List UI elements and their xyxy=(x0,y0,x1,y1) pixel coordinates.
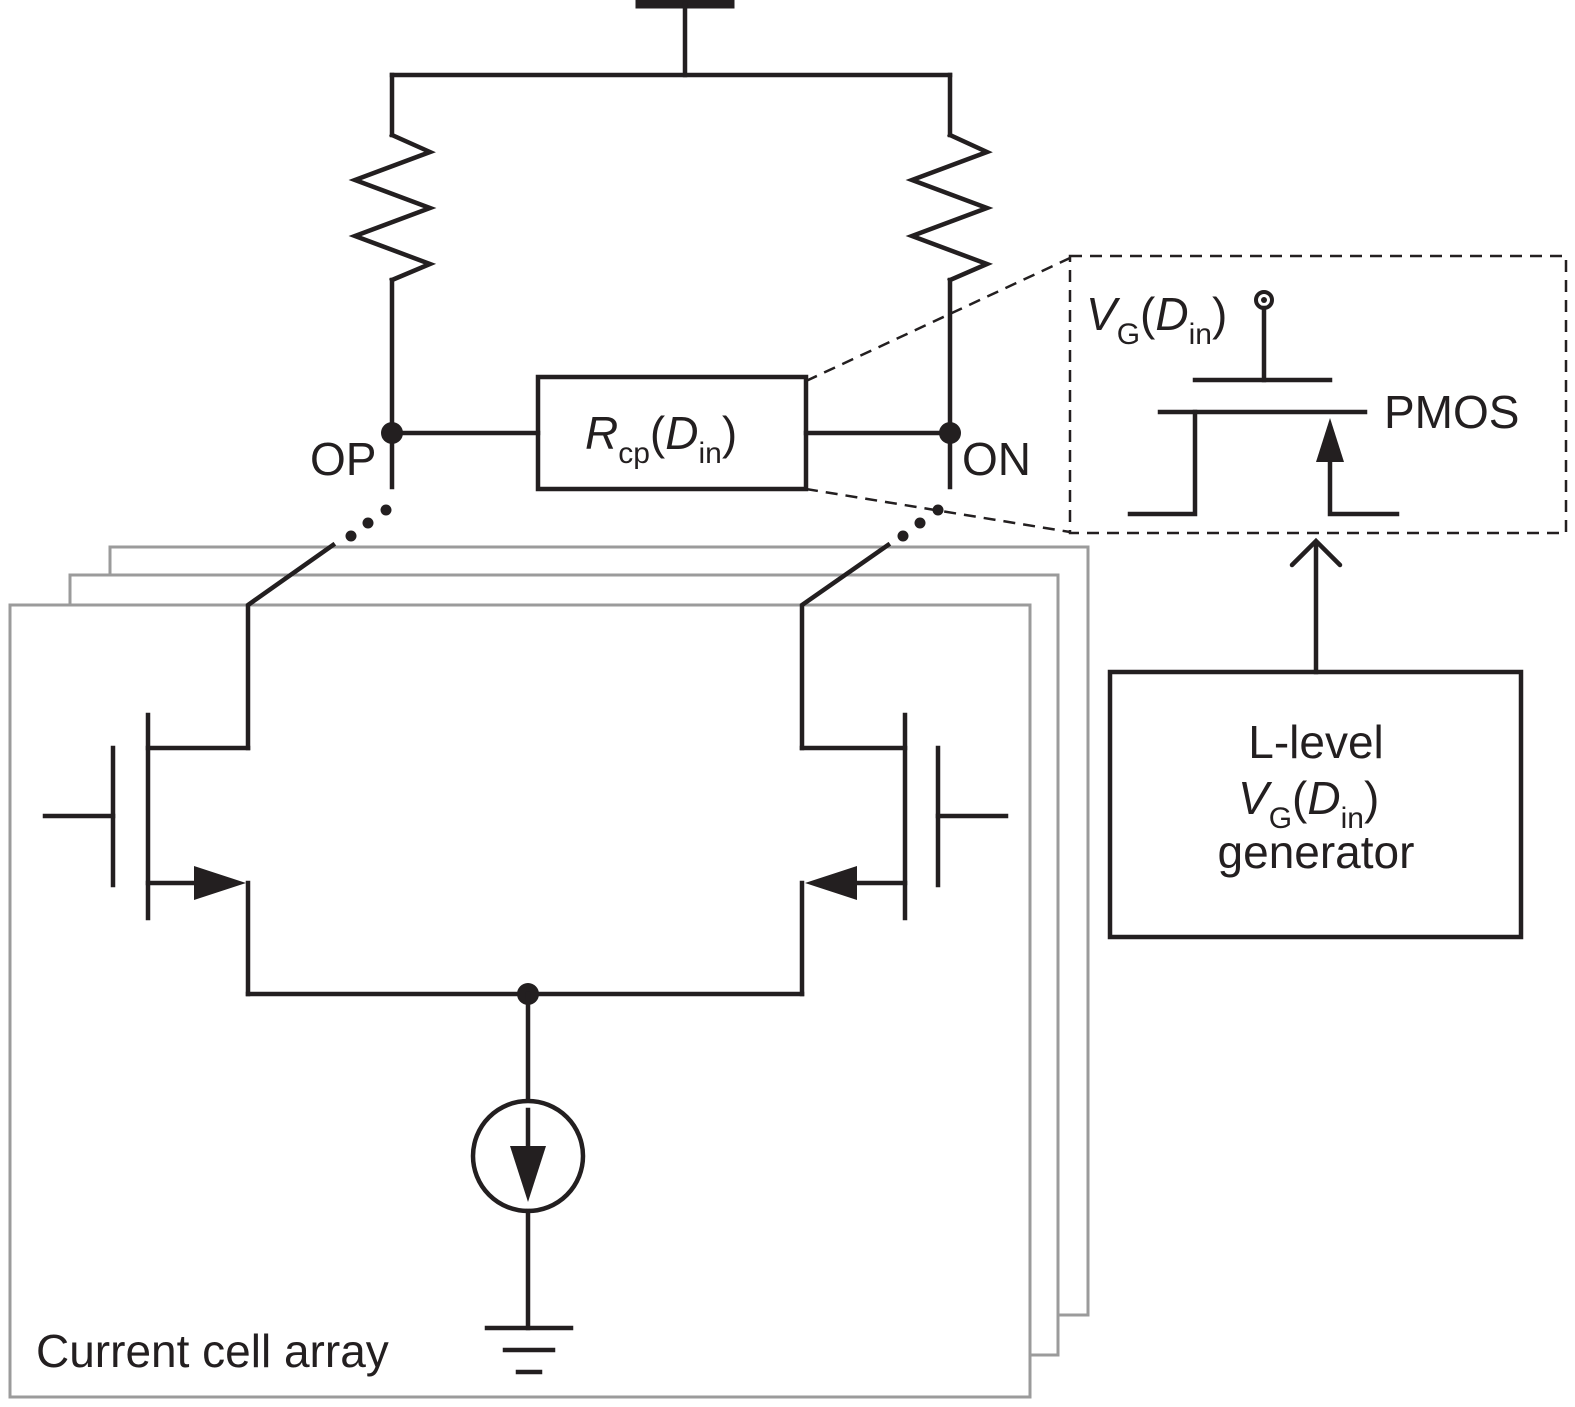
left-load-resistor xyxy=(348,132,437,283)
generator-line3: generator xyxy=(1218,826,1415,878)
op-label: OP xyxy=(310,433,376,485)
on-label: ON xyxy=(962,433,1031,485)
tail-node xyxy=(245,983,805,1103)
supply-rail xyxy=(389,0,953,138)
left-nmos-transistor xyxy=(42,712,251,997)
continuation-dots-right xyxy=(897,504,944,542)
control-arrow xyxy=(1289,537,1343,675)
generator-line1: L-level xyxy=(1248,716,1384,768)
generator-block xyxy=(1107,669,1524,940)
vg-top-label: VG(Din) xyxy=(1086,288,1227,351)
right-load-resistor xyxy=(905,132,994,283)
rcp-label: Rcp(Din) xyxy=(585,407,737,470)
array-label: Current cell array xyxy=(36,1325,389,1377)
rcp-block xyxy=(535,374,809,492)
continuation-dots-left xyxy=(345,504,392,542)
pmos-symbol xyxy=(1127,290,1400,517)
pmos-label: PMOS xyxy=(1384,386,1519,438)
generator-vg: VG(Din) xyxy=(1238,772,1379,835)
pmos-zoom-box xyxy=(1068,254,1568,535)
zoom-line-bottom xyxy=(805,487,1071,534)
zoom-line-top xyxy=(805,256,1071,383)
right-nmos-transistor xyxy=(799,712,1009,997)
current-source xyxy=(470,1098,586,1331)
ground-symbol xyxy=(484,1325,574,1375)
output-wires xyxy=(381,277,961,490)
array-connections xyxy=(245,541,892,751)
